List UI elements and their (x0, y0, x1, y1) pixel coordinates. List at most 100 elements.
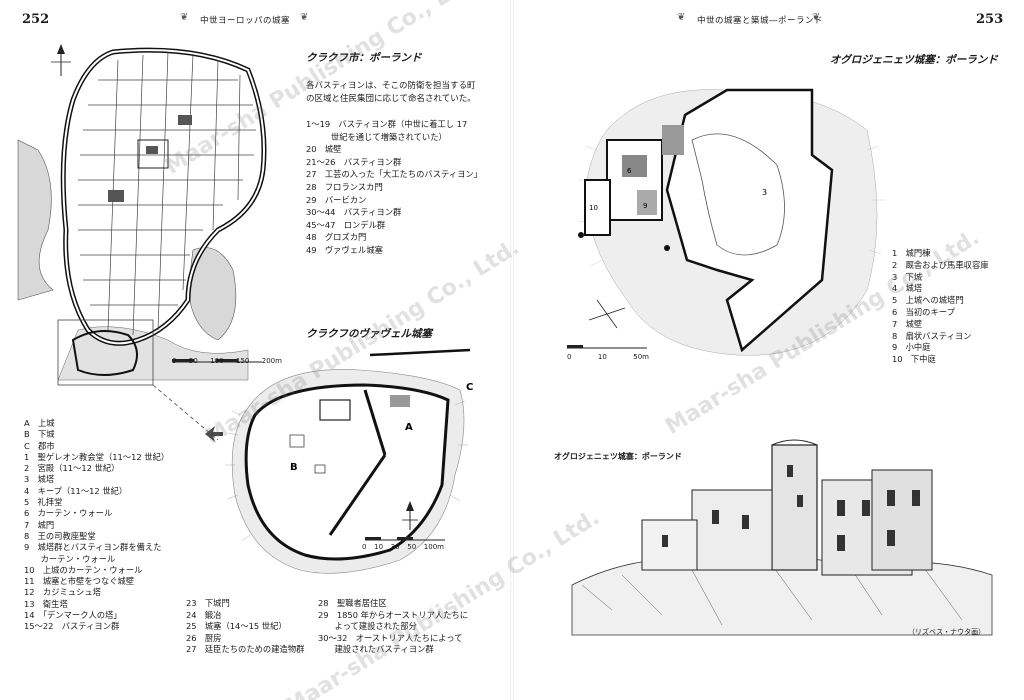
legend-item: 2 宮殿（11～12 世紀） (24, 463, 120, 474)
right-page-number: 253 (976, 12, 1004, 27)
legend-item: 5 上城への城塔門 (892, 295, 964, 306)
ornament-icon: ❦ (677, 12, 686, 23)
north-arrow-icon (402, 501, 418, 530)
scale-tick: 0 (567, 353, 572, 361)
castle-ruin-illustration (571, 439, 993, 636)
legend-item: 48 グロズカ門 (306, 232, 367, 243)
right-running-head: 中世の城塞と築城―ポーランド (697, 16, 824, 26)
legend-item: 8 扇状バスティヨン (892, 330, 972, 341)
legend-item: 1～19 バスティヨン群（中世に着工し 17 (306, 119, 468, 129)
scale-tick: 50m (633, 353, 649, 361)
legend-item: 世紀を通じて増築されていた） (306, 131, 447, 142)
ogrodzieniec-scale-labels: 0 10 50m (567, 353, 649, 361)
krakow-city-title: クラクフ市：ポーランド (306, 52, 422, 64)
legend-item: 24 鍛冶 (186, 609, 222, 620)
left-page-number: 252 (22, 12, 50, 27)
north-arrow-icon (51, 44, 71, 76)
plan-label: 3 (762, 188, 767, 197)
map-arrow-icon (205, 426, 223, 442)
plan-label: 10 (589, 204, 598, 212)
legend-item: 15～22 バスティヨン群 (24, 621, 120, 632)
scale-tick: 10 (374, 543, 384, 551)
legend-item: 6 当初のキープ (892, 306, 955, 317)
legend-item: 30～44 バスティヨン群 (306, 207, 402, 218)
legend-item: C 郡市 (24, 440, 55, 451)
scale-tick: 10 (597, 353, 607, 361)
legend-item: 14 「デンマーク人の塔」 (24, 610, 122, 621)
legend-item: 45～47 ロンデル群 (306, 219, 386, 230)
ogrodzieniec-title: オグロジェニェツ城塞：ポーランド (830, 54, 998, 66)
krakow-city-legend: 1～19 バスティヨン群（中世に着工し 17 世紀を通じて増築されていた） 20 … (306, 118, 482, 257)
legend-item: 28 フロランスカ門 (306, 181, 383, 192)
legend-item: 13 衛生塔 (24, 598, 68, 609)
plan-label: 6 (627, 167, 632, 175)
legend-item: A 上城 (24, 418, 55, 428)
legend-item: 9 城塔群とバスティヨン群を備えた (24, 542, 162, 553)
legend-item: 25 城塞（14～15 世紀） (186, 621, 287, 632)
legend-item: 1 聖ゲレオン教会堂（11～12 世紀） (24, 451, 170, 462)
legend-item: B 下城 (24, 429, 55, 440)
scale-tick: 50 (407, 543, 417, 551)
legend-item: 30～32 オーストリア人たちによって (318, 632, 463, 643)
scale-tick: 0 (362, 543, 367, 551)
legend-item: 21～26 バスティヨン群 (306, 156, 402, 167)
wawel-title: クラクフのヴァヴェル城塞 (306, 328, 432, 340)
plan-label: 9 (643, 202, 647, 210)
legend-item: 建設されたバスティヨン群 (318, 644, 434, 655)
scale-tick: 100 (210, 357, 224, 365)
scale-tick: 50 (188, 357, 198, 365)
legend-item: 29 1850 年からオーストリア人たちに (318, 609, 469, 620)
legend-item: 6 カーテン・ウォール (24, 508, 113, 519)
legend-item: 3 城塔 (24, 474, 55, 485)
zone-label: B (290, 462, 298, 473)
left-page: 252 ❦ 中世ヨーロッパの城塞 ❦ (17, 12, 482, 656)
zone-label: A (405, 422, 413, 433)
scale-tick: 100m (423, 543, 444, 551)
scale-tick: 150 (235, 357, 250, 365)
krakow-city-map (17, 44, 267, 441)
ornament-icon: ❦ (812, 12, 821, 23)
illustration-caption: オグロジェニェツ城塞：ポーランド (554, 452, 682, 461)
legend-item: 8 王の司教座聖堂 (24, 530, 96, 541)
legend-item: 27 工芸の入った「大工たちのバスティヨン」 (306, 169, 482, 180)
legend-item: よって建設された部分 (318, 621, 417, 632)
legend-item: カーテン・ウォール (24, 553, 116, 564)
legend-item: 20 城壁 (306, 144, 342, 155)
legend-item: 7 城門 (24, 519, 55, 530)
krakow-city-intro: 各バスティヨンは、そこの防衛を担当する町 の区域と住民集団に応じて命名されていた… (306, 80, 476, 106)
legend-item: 10 上城のカーテン・ウォール (24, 564, 143, 575)
legend-item: 26 厨房 (186, 632, 222, 643)
page-gutter (510, 0, 514, 700)
legend-item: 4 キープ（11～12 世紀） (24, 485, 128, 496)
wawel-scale-labels: 0 10 30 50 100m (362, 543, 444, 551)
ornament-icon: ❦ (180, 12, 189, 23)
legend-item: 23 下城門 (186, 598, 230, 608)
krakow-scale-labels: 0 50 100 150 200m (172, 357, 282, 365)
left-running-head: 中世ヨーロッパの城塞 (200, 16, 291, 26)
legend-item: 28 聖職者居住区 (318, 598, 387, 608)
legend-item: 7 城壁 (892, 318, 923, 329)
legend-item: 1 城門棟 (892, 248, 931, 258)
north-arrow-icon (588, 299, 626, 329)
legend-item: 3 下城 (892, 271, 923, 282)
legend-item: 49 ヴァヴェル城塞 (306, 244, 383, 255)
krakow-scale-bar (172, 359, 262, 363)
ogrodzieniec-castle-plan: 3 6 10 9 (567, 88, 885, 356)
wawel-castle-map: B A C (225, 348, 473, 574)
legend-item: 27 廷臣たちのための建造物群 (186, 644, 305, 655)
scale-tick: 30 (390, 543, 400, 551)
scale-tick: 0 (172, 357, 177, 365)
right-page: ❦ 中世の城塞と築城―ポーランド ❦ 253 オグロジェニェツ城塞：ポーランド … (512, 0, 1024, 700)
legend-item: 12 カジミュシュ塔 (24, 587, 101, 598)
legend-item: 4 城塔 (892, 283, 923, 294)
zone-label: C (466, 382, 473, 393)
legend-item: 5 礼拝堂 (24, 497, 63, 508)
legend-item: 11 城塞と市壁をつなぐ城壁 (24, 576, 135, 587)
intro-line: の区域と住民集団に応じて命名されていた。 (306, 94, 476, 104)
legend-item: 9 小中庭 (892, 342, 931, 353)
legend-item: 2 厩舎および馬車収容庫 (892, 259, 989, 270)
